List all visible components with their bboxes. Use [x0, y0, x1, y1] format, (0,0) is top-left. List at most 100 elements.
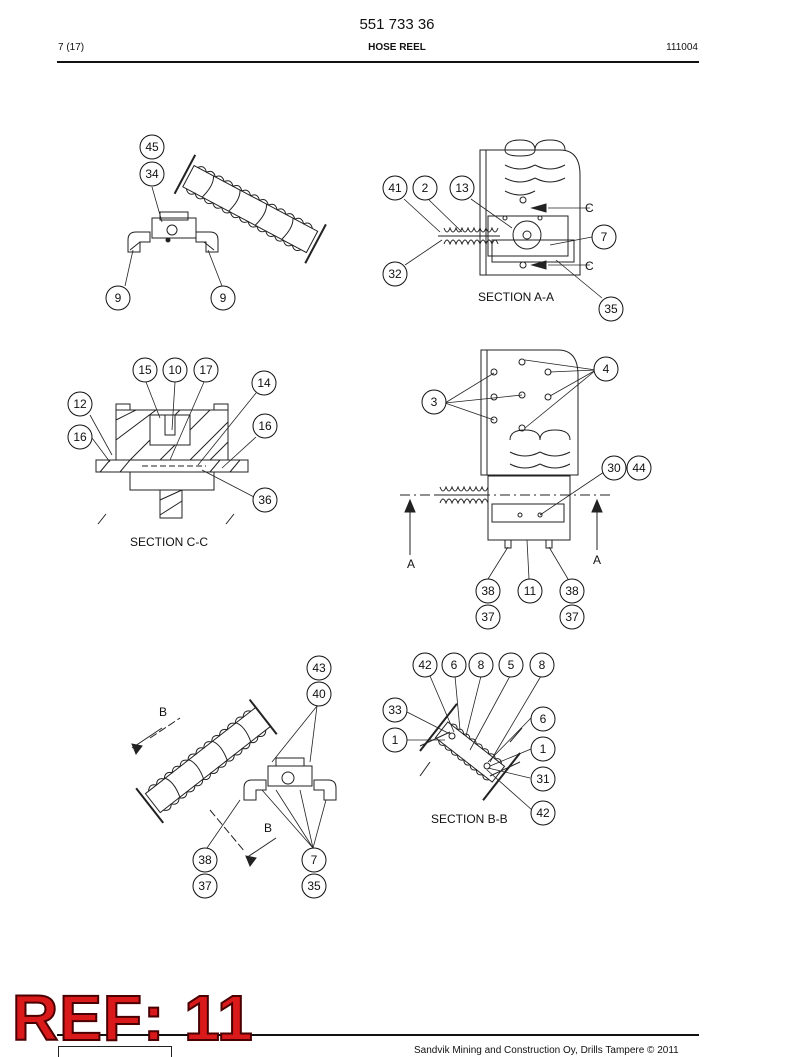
sandvik-logo: [58, 1046, 172, 1057]
document-title: HOSE REEL: [368, 42, 426, 53]
svg-text:7: 7: [311, 853, 318, 867]
svg-text:8: 8: [478, 658, 485, 672]
svg-text:34: 34: [145, 167, 159, 181]
balloon: 9: [210, 285, 236, 311]
svg-text:45: 45: [145, 140, 159, 154]
svg-text:42: 42: [536, 806, 550, 820]
balloon: 1: [530, 736, 556, 762]
balloon: 38: [475, 578, 501, 604]
svg-text:35: 35: [307, 879, 321, 893]
svg-text:9: 9: [220, 291, 227, 305]
view-mark-b-top: B: [159, 705, 167, 719]
balloon: 41: [382, 175, 408, 201]
svg-text:32: 32: [388, 267, 402, 281]
svg-text:6: 6: [540, 712, 547, 726]
footer-rule: [57, 1034, 699, 1036]
balloon: 4: [593, 356, 619, 382]
view-3-drawing: [135, 698, 337, 853]
balloon: 17: [193, 357, 219, 383]
balloon: 14: [251, 370, 277, 396]
balloon: 8: [468, 652, 494, 678]
balloon: 6: [441, 652, 467, 678]
svg-text:37: 37: [481, 610, 495, 624]
balloon: 45: [139, 134, 165, 160]
balloon: 37: [475, 604, 501, 630]
balloon: 2: [412, 175, 438, 201]
balloon: 40: [306, 681, 332, 707]
view-mark-b-bottom: B: [264, 821, 272, 835]
svg-text:12: 12: [73, 397, 87, 411]
svg-text:2: 2: [422, 181, 429, 195]
view-mark-a-left: A: [407, 557, 415, 571]
balloon: 35: [301, 873, 327, 899]
page-index: 7 (17): [58, 42, 85, 53]
date-code: 111004: [666, 42, 698, 53]
balloon: 42: [412, 652, 438, 678]
svg-text:30: 30: [607, 461, 621, 475]
balloon: 11: [517, 578, 543, 604]
balloon: 42: [530, 800, 556, 826]
balloon: 15: [132, 357, 158, 383]
balloon: 33: [382, 697, 408, 723]
svg-text:11: 11: [524, 584, 537, 598]
section-aa-drawing: [438, 139, 581, 276]
svg-text:43: 43: [312, 661, 326, 675]
balloon: 1: [382, 727, 408, 753]
header-rule: [57, 61, 699, 63]
svg-text:37: 37: [198, 879, 212, 893]
svg-text:13: 13: [455, 181, 469, 195]
view-2-drawing: [400, 349, 612, 549]
svg-text:1: 1: [540, 742, 547, 756]
leader-lines: [89, 186, 605, 849]
svg-text:36: 36: [258, 493, 272, 507]
balloon: 36: [252, 487, 278, 513]
balloon: 35: [598, 296, 624, 322]
section-cc-drawing: [95, 403, 249, 525]
svg-text:5: 5: [508, 658, 515, 672]
svg-text:4: 4: [603, 362, 610, 376]
balloon: 38: [192, 847, 218, 873]
svg-text:41: 41: [388, 181, 402, 195]
svg-text:44: 44: [632, 461, 646, 475]
section-b-arrow-bottom: [245, 837, 277, 859]
svg-text:10: 10: [168, 363, 182, 377]
svg-text:33: 33: [388, 703, 402, 717]
section-cc-caption: SECTION C-C: [130, 535, 208, 549]
svg-text:35: 35: [604, 302, 618, 316]
balloon: 34: [139, 161, 165, 187]
ref-badge: REF: 11: [11, 982, 254, 1054]
balloon: 30: [601, 455, 627, 481]
svg-text:40: 40: [312, 687, 326, 701]
svg-text:8: 8: [539, 658, 546, 672]
balloon: 37: [559, 604, 585, 630]
balloon: 12: [67, 391, 93, 417]
svg-text:1: 1: [392, 733, 399, 747]
balloon: 43: [306, 655, 332, 681]
svg-text:38: 38: [481, 584, 495, 598]
svg-text:3: 3: [431, 395, 438, 409]
balloon: 10: [162, 357, 188, 383]
svg-text:38: 38: [198, 853, 212, 867]
balloon: 7: [301, 847, 327, 873]
footer-copyright: Sandvik Mining and Construction Oy, Dril…: [414, 1045, 679, 1056]
svg-text:38: 38: [565, 584, 579, 598]
svg-text:7: 7: [601, 230, 608, 244]
balloon: 6: [530, 706, 556, 732]
section-bb-drawing: [419, 703, 523, 801]
svg-text:16: 16: [258, 419, 272, 433]
balloon: 31: [530, 766, 556, 792]
svg-text:14: 14: [257, 376, 271, 390]
document-number: 551 733 36: [359, 16, 435, 33]
section-bb-caption: SECTION B-B: [431, 812, 508, 826]
svg-text:16: 16: [73, 430, 87, 444]
view-mark-c-bottom: C: [585, 259, 594, 273]
svg-text:17: 17: [199, 363, 213, 377]
balloon: 8: [529, 652, 555, 678]
svg-text:9: 9: [115, 291, 122, 305]
balloon: 13: [449, 175, 475, 201]
balloon: 9: [105, 285, 131, 311]
svg-text:37: 37: [565, 610, 579, 624]
balloon: 38: [559, 578, 585, 604]
svg-text:6: 6: [451, 658, 458, 672]
